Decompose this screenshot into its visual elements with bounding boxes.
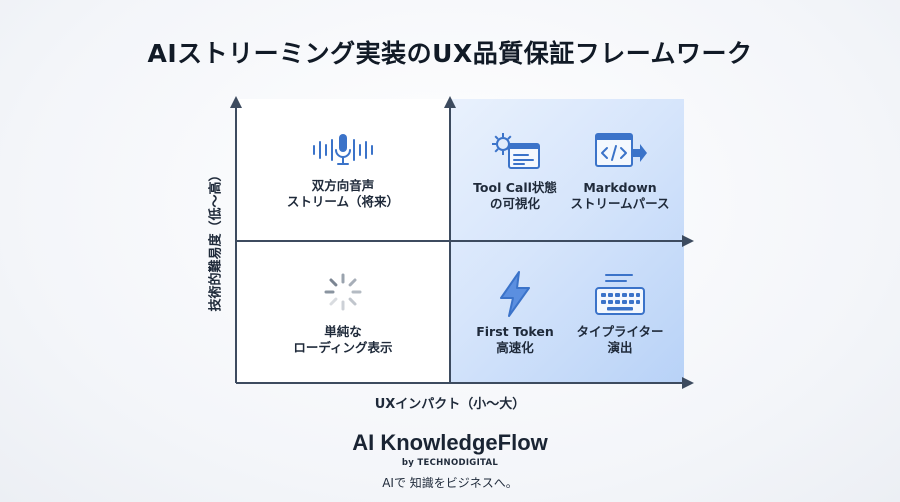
item-tool-call: Tool Call状態 の可視化 (450, 130, 580, 212)
quadrant-top-left (236, 99, 450, 241)
item-label: Markdown ストリームパース (570, 180, 670, 211)
item-label: 単純な ローディング表示 (293, 324, 393, 355)
item-voice-stream: 双方向音声 ストリーム（将来） (278, 130, 408, 210)
item-label: タイプライター 演出 (576, 324, 664, 355)
item-simple-loading: 単純な ローディング表示 (278, 272, 408, 356)
item-typewriter: タイプライター 演出 (555, 270, 685, 356)
keyboard-icon (595, 274, 645, 315)
microphone-waveform-icon (313, 134, 373, 165)
item-first-token: First Token 高速化 (450, 270, 580, 356)
lightning-bolt-icon (500, 271, 530, 317)
loading-spinner-icon (324, 273, 362, 311)
brand-tagline: AIで 知識をビジネスへ。 (382, 476, 518, 490)
brand-logo-text: AI KnowledgeFlow (352, 430, 548, 455)
gear-window-icon (492, 133, 540, 169)
code-window-icon (595, 133, 647, 167)
quadrant-bottom-left (236, 241, 450, 383)
item-markdown-parse: Markdown ストリームパース (555, 130, 685, 212)
item-label: 双方向音声 ストリーム（将来） (286, 178, 400, 209)
x-axis-label: UXインパクト（小〜大） (374, 397, 526, 412)
item-label: First Token 高速化 (476, 324, 554, 355)
brand-byline: by TECHNODIGITAL (401, 458, 499, 468)
page-title: AIストリーミング実装のUX品質保証フレームワーク (147, 39, 753, 68)
item-label: Tool Call状態 の可視化 (473, 180, 557, 211)
y-axis-label: 技術的難易度（低〜高） (208, 168, 224, 312)
